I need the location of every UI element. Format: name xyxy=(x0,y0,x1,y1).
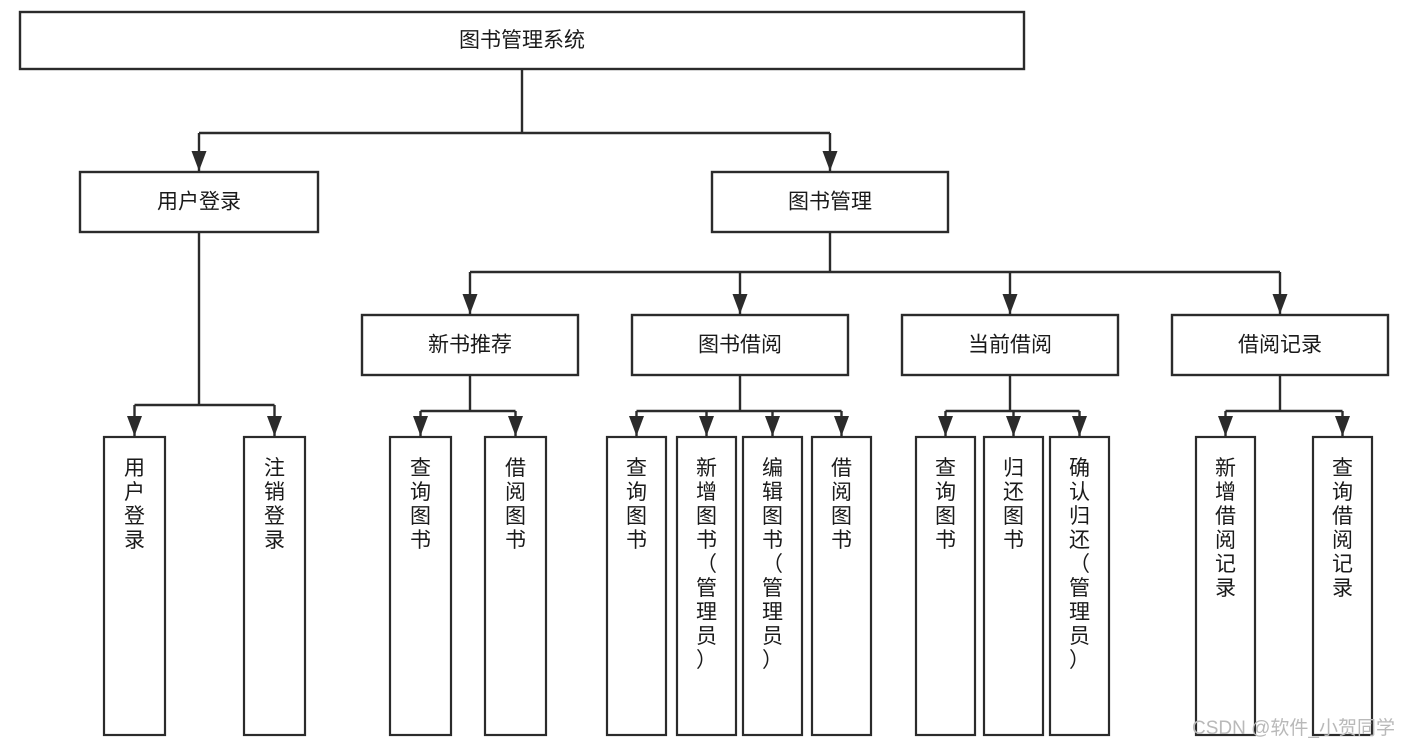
node-label-leaf-confirm-return-admin: 确认归还（管理员） xyxy=(1069,457,1090,672)
node-box-current-borrow xyxy=(900,313,1120,377)
node-leaf-edit-book-admin[interactable]: 编辑图书（管理员） xyxy=(741,435,804,737)
arrow-head-icon xyxy=(834,416,849,436)
node-leaf-query-book-current[interactable]: 查询图书 xyxy=(914,435,977,737)
node-leaf-add-book-admin[interactable]: 新增图书（管理员） xyxy=(675,435,738,737)
arrow-head-icon xyxy=(267,416,282,436)
node-box-borrow-record xyxy=(1170,313,1390,377)
node-box-leaf-logout xyxy=(242,435,307,737)
node-box-root xyxy=(18,10,1026,71)
node-label-user-login: 用户登录 xyxy=(157,191,241,214)
arrow-head-icon xyxy=(1002,294,1018,314)
node-layer: 图书管理系统用户登录图书管理新书推荐图书借阅当前借阅借阅记录用户登录注销登录查询… xyxy=(18,10,1390,737)
node-leaf-logout[interactable]: 注销登录 xyxy=(242,435,307,737)
node-leaf-confirm-return-admin[interactable]: 确认归还（管理员） xyxy=(1048,435,1111,737)
node-book-borrow[interactable]: 图书借阅 xyxy=(630,313,850,377)
node-box-leaf-return-book xyxy=(982,435,1045,737)
node-box-leaf-add-book-admin xyxy=(675,435,738,737)
node-box-user-login xyxy=(78,170,320,234)
node-box-leaf-borrow-book-recommend xyxy=(483,435,548,737)
node-label-leaf-add-book-admin: 新增图书（管理员） xyxy=(696,457,717,672)
node-current-borrow[interactable]: 当前借阅 xyxy=(900,313,1120,377)
node-leaf-borrow-book-recommend[interactable]: 借阅图书 xyxy=(483,435,548,737)
node-label-leaf-borrow-book-recommend: 借阅图书 xyxy=(505,457,526,552)
arrow-head-icon xyxy=(127,416,142,436)
node-label-leaf-edit-book-admin: 编辑图书（管理员） xyxy=(762,457,783,672)
arrow-head-icon xyxy=(191,151,207,171)
arrow-head-icon xyxy=(1218,416,1233,436)
arrow-head-icon xyxy=(462,294,478,314)
node-box-leaf-query-borrow-record xyxy=(1311,435,1374,737)
node-book-manage[interactable]: 图书管理 xyxy=(710,170,950,234)
node-label-leaf-logout: 注销登录 xyxy=(264,457,285,552)
arrow-head-icon xyxy=(699,416,714,436)
node-label-new-book-recommend: 新书推荐 xyxy=(428,334,512,357)
node-label-current-borrow: 当前借阅 xyxy=(968,334,1052,357)
arrow-head-icon xyxy=(1335,416,1350,436)
arrow-head-icon xyxy=(732,294,748,314)
arrow-head-icon xyxy=(1072,416,1087,436)
node-label-leaf-query-book-borrow: 查询图书 xyxy=(626,457,647,552)
arrow-head-icon xyxy=(765,416,780,436)
node-label-leaf-add-borrow-record: 新增借阅记录 xyxy=(1215,457,1236,600)
node-leaf-query-book-recommend[interactable]: 查询图书 xyxy=(388,435,453,737)
node-label-leaf-query-book-recommend: 查询图书 xyxy=(410,457,431,552)
node-user-login[interactable]: 用户登录 xyxy=(78,170,320,234)
node-leaf-return-book[interactable]: 归还图书 xyxy=(982,435,1045,737)
node-label-leaf-query-borrow-record: 查询借阅记录 xyxy=(1332,457,1353,600)
node-label-book-manage: 图书管理 xyxy=(788,191,872,214)
node-leaf-user-login[interactable]: 用户登录 xyxy=(102,435,167,737)
node-root[interactable]: 图书管理系统 xyxy=(18,10,1026,71)
node-box-leaf-user-login xyxy=(102,435,167,737)
node-box-leaf-query-book-recommend xyxy=(388,435,453,737)
node-new-book-recommend[interactable]: 新书推荐 xyxy=(360,313,580,377)
node-box-leaf-borrow-book xyxy=(810,435,873,737)
node-label-leaf-user-login: 用户登录 xyxy=(124,457,145,552)
node-label-leaf-return-book: 归还图书 xyxy=(1003,457,1024,552)
arrow-head-icon xyxy=(822,151,838,171)
node-box-leaf-query-book-current xyxy=(914,435,977,737)
node-box-book-borrow xyxy=(630,313,850,377)
node-box-leaf-confirm-return-admin xyxy=(1048,435,1111,737)
node-leaf-borrow-book[interactable]: 借阅图书 xyxy=(810,435,873,737)
node-borrow-record[interactable]: 借阅记录 xyxy=(1170,313,1390,377)
arrow-head-icon xyxy=(1272,294,1288,314)
node-label-leaf-query-book-current: 查询图书 xyxy=(935,457,956,552)
connector-layer xyxy=(127,69,1350,436)
node-label-borrow-record: 借阅记录 xyxy=(1238,334,1322,357)
node-label-leaf-borrow-book: 借阅图书 xyxy=(831,457,852,552)
node-label-book-borrow: 图书借阅 xyxy=(698,334,782,357)
node-leaf-query-book-borrow[interactable]: 查询图书 xyxy=(605,435,668,737)
node-box-leaf-edit-book-admin xyxy=(741,435,804,737)
csdn-watermark: CSDN @软件_小贺同学 xyxy=(1192,717,1395,739)
node-box-leaf-add-borrow-record xyxy=(1194,435,1257,737)
arrow-head-icon xyxy=(1006,416,1021,436)
arrow-head-icon xyxy=(938,416,953,436)
node-leaf-query-borrow-record[interactable]: 查询借阅记录 xyxy=(1311,435,1374,737)
arrow-head-icon xyxy=(629,416,644,436)
node-label-root: 图书管理系统 xyxy=(459,29,585,52)
node-leaf-add-borrow-record[interactable]: 新增借阅记录 xyxy=(1194,435,1257,737)
arrow-head-icon xyxy=(413,416,428,436)
node-box-leaf-query-book-borrow xyxy=(605,435,668,737)
node-box-new-book-recommend xyxy=(360,313,580,377)
node-box-book-manage xyxy=(710,170,950,234)
arrow-head-icon xyxy=(508,416,523,436)
